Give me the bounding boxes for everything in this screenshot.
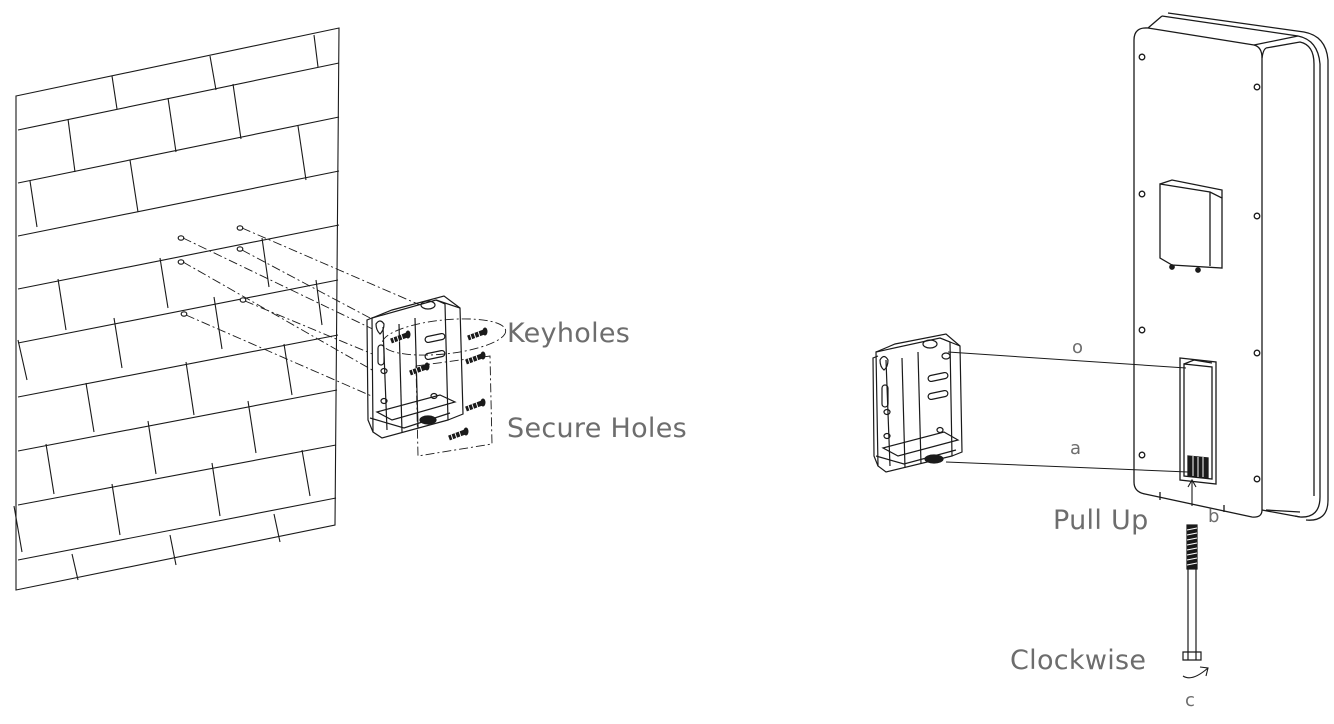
secure-holes-label: Secure Holes <box>507 413 688 444</box>
locking-bolt <box>1182 524 1202 661</box>
keyhole-callout <box>381 318 507 356</box>
step-b-label: b <box>1208 506 1220 527</box>
clockwise-arrow <box>1182 666 1209 679</box>
alignment-lines <box>945 351 1189 473</box>
mount-bracket-right <box>872 333 963 473</box>
clockwise-label: Clockwise <box>1010 645 1147 676</box>
brick-wall <box>13 27 340 591</box>
keyholes-label: Keyholes <box>507 318 631 349</box>
access-point-device <box>1133 12 1329 521</box>
wall-bracket <box>366 295 464 439</box>
step-a-bottom-label: a <box>1070 438 1082 459</box>
step-a-top-label: o <box>1072 337 1084 358</box>
pull-up-arrow <box>1187 478 1197 506</box>
step-c-label: c <box>1185 690 1195 711</box>
wall-drill-holes <box>177 225 247 317</box>
pull-up-label: Pull Up <box>1053 505 1149 536</box>
secure-hole-callout <box>415 355 493 457</box>
